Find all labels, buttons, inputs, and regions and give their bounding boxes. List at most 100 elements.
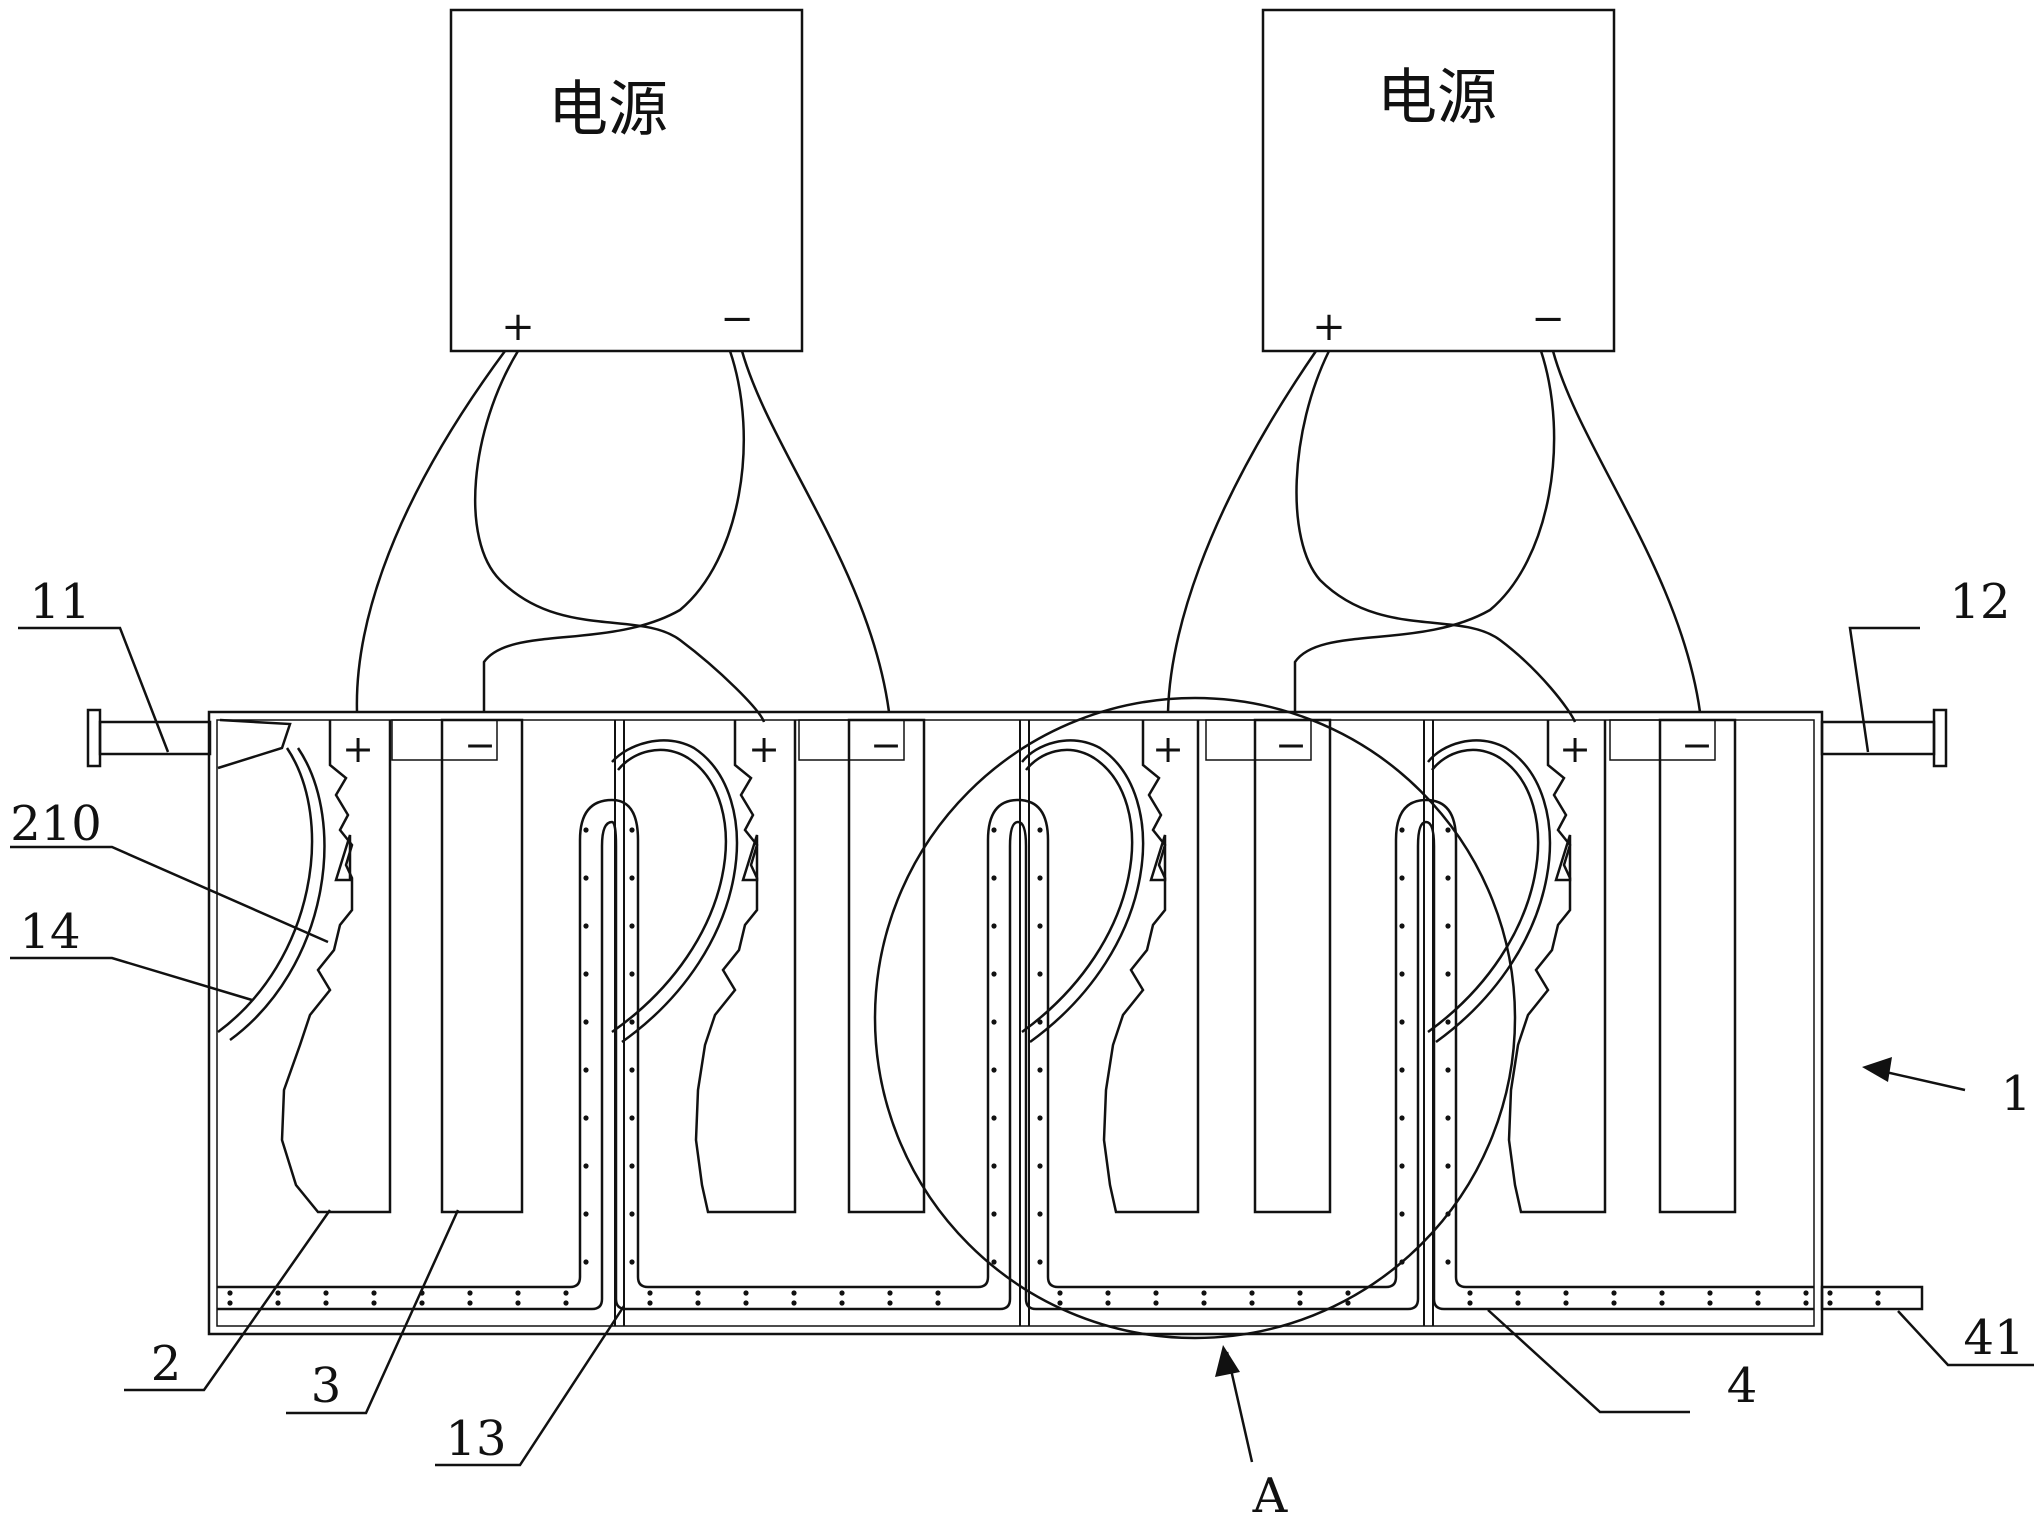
power-supply-2-label: 电源 <box>1377 63 1497 133</box>
pipe-hole <box>1037 1163 1043 1169</box>
pipe-hole <box>1755 1290 1761 1296</box>
pipe-hole <box>1445 827 1451 833</box>
pipe-hole <box>323 1290 329 1296</box>
guide-plates <box>217 718 1552 1044</box>
pipe-hole <box>583 1211 589 1217</box>
pipe-hole <box>1445 1067 1451 1073</box>
pipe-hole <box>991 1067 997 1073</box>
pipe-hole <box>629 1163 635 1169</box>
pipe-hole <box>629 827 635 833</box>
pipe-hole <box>935 1300 941 1306</box>
pipe-hole <box>1037 1115 1043 1121</box>
pipe-hole <box>887 1300 893 1306</box>
pipe-hole <box>1105 1290 1111 1296</box>
lead-wires <box>355 350 1702 723</box>
pipe-hole <box>629 1259 635 1265</box>
pipe-hole <box>1445 923 1451 929</box>
pipe-hole <box>991 827 997 833</box>
electrode-mark-3: + <box>748 727 780 771</box>
pipe-hole <box>419 1300 425 1306</box>
pipe-hole <box>629 1115 635 1121</box>
pipe-hole <box>1875 1290 1881 1296</box>
electrode-cathode-cell-3 <box>1253 718 1332 1214</box>
pipe-hole <box>1707 1290 1713 1296</box>
arrow-heads <box>1215 1057 1892 1377</box>
power-supply-1-plus: + <box>501 304 535 350</box>
pipe-hole <box>629 1211 635 1217</box>
pipe-hole <box>1037 827 1043 833</box>
pipe-hole <box>1201 1300 1207 1306</box>
pipe-hole <box>583 1259 589 1265</box>
callout-3: 3 <box>311 1358 342 1414</box>
pipe-hole <box>1399 1019 1405 1025</box>
callout-13: 13 <box>445 1411 506 1467</box>
power-supply-2-plus: + <box>1312 304 1346 350</box>
pipe-hole <box>1297 1300 1303 1306</box>
pipe-hole <box>839 1300 845 1306</box>
pipe-hole <box>1057 1290 1063 1296</box>
pipe-hole <box>695 1290 701 1296</box>
pipe-hole <box>629 971 635 977</box>
pipe-hole <box>583 1115 589 1121</box>
pipe-hole <box>1827 1290 1833 1296</box>
electrode-marks: + − + − + − + − <box>342 723 1713 771</box>
pipe-hole <box>1037 923 1043 929</box>
callout-2: 2 <box>151 1336 182 1392</box>
callout-14: 14 <box>19 904 80 960</box>
pipe-hole <box>1659 1300 1665 1306</box>
tank-body <box>207 710 1824 1336</box>
pipe-hole <box>1445 875 1451 881</box>
pipe-hole <box>839 1290 845 1296</box>
pipe-hole <box>791 1290 797 1296</box>
detail-circle-a <box>873 696 1517 1340</box>
pipe-hole <box>1037 1067 1043 1073</box>
callout-1: 1 <box>2001 1066 2032 1122</box>
pipe-hole <box>1201 1290 1207 1296</box>
pipe-hole <box>1803 1300 1809 1306</box>
electrode-anode-cell-4 <box>1507 720 1607 1214</box>
pipe-hole <box>275 1300 281 1306</box>
pipe-hole <box>1755 1300 1761 1306</box>
pipe-hole <box>1297 1290 1303 1296</box>
pipe-hole <box>991 923 997 929</box>
electrode-cathode-cell-2 <box>847 718 926 1214</box>
pipe-hole <box>1153 1300 1159 1306</box>
electrode-mark-1: + <box>342 727 374 771</box>
partition-walls <box>614 720 1434 1326</box>
callout-a: A <box>1252 1468 1289 1517</box>
pipe-hole <box>1515 1300 1521 1306</box>
pipe-hole <box>1399 1211 1405 1217</box>
pipe-hole <box>629 1019 635 1025</box>
pipe-hole <box>991 1019 997 1025</box>
pipe-hole <box>583 875 589 881</box>
pipe-hole <box>935 1290 941 1296</box>
electrode-3-cathode <box>440 718 524 1214</box>
pipe-hole <box>1037 875 1043 881</box>
electrode-mark-6: − <box>1275 723 1307 767</box>
pipe-hole <box>515 1300 521 1306</box>
pipe-hole <box>227 1290 233 1296</box>
power-supply-2: 电源 + − <box>1261 8 1616 353</box>
callout-41: 41 <box>1963 1310 2024 1366</box>
pipe-hole <box>991 1163 997 1169</box>
power-supply-1-label: 电源 <box>548 75 668 145</box>
pipe-hole <box>1563 1290 1569 1296</box>
drain-pipe <box>217 798 1924 1311</box>
electrode-mark-5: + <box>1152 727 1184 771</box>
inlet-pipe <box>86 708 212 768</box>
pipe-hole <box>1611 1300 1617 1306</box>
power-supply-1-minus: − <box>720 296 754 342</box>
pipe-hole <box>1515 1290 1521 1296</box>
electrode-anode-cell-2 <box>694 720 797 1214</box>
pipe-hole <box>1875 1300 1881 1306</box>
pipe-hole <box>629 1067 635 1073</box>
pipe-hole <box>227 1300 233 1306</box>
pipe-hole <box>275 1290 281 1296</box>
power-supply-2-minus: − <box>1531 296 1565 342</box>
pipe-hole <box>647 1290 653 1296</box>
pipe-hole <box>1037 1211 1043 1217</box>
pipe-hole <box>1057 1300 1063 1306</box>
pipe-hole <box>583 1163 589 1169</box>
pipe-hole <box>323 1300 329 1306</box>
pipe-hole <box>1827 1300 1833 1306</box>
